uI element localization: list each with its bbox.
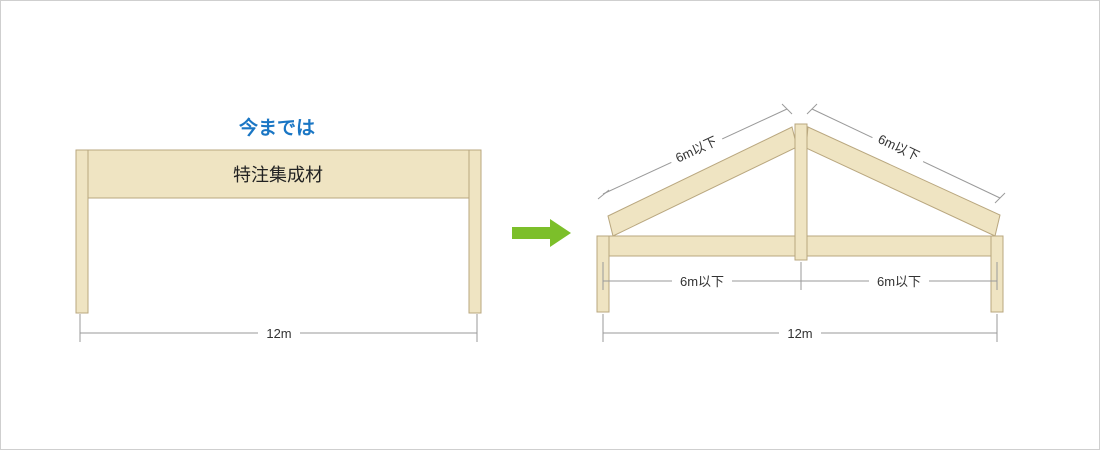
tie-beam-right	[806, 235, 992, 257]
right-span-dimension	[602, 314, 998, 342]
beam-label: 特注集成材	[233, 165, 323, 186]
beam-left-label: 6m以下	[680, 274, 724, 289]
left-post-left	[75, 149, 89, 314]
right-span-label: 12m	[787, 326, 812, 341]
left-heading: 今までは	[238, 116, 315, 139]
rafter-right-label-bg	[868, 125, 930, 169]
left-span-label: 12m	[266, 326, 291, 341]
left-diagram: 今までは 特注集成材 12m	[75, 116, 482, 342]
tie-beam-left	[608, 235, 796, 257]
rafter-left-label-bg	[665, 127, 727, 171]
left-span-dimension	[79, 314, 478, 342]
special-glulam-beam	[87, 149, 470, 199]
left-post-right	[468, 149, 482, 314]
right-arrow-icon	[512, 219, 571, 247]
beam-dimensions	[602, 262, 998, 290]
beam-right-label: 6m以下	[877, 274, 921, 289]
king-post	[794, 123, 808, 261]
right-diagram: 6m以下 6m以下 6m以下 6m以下	[596, 103, 1006, 342]
